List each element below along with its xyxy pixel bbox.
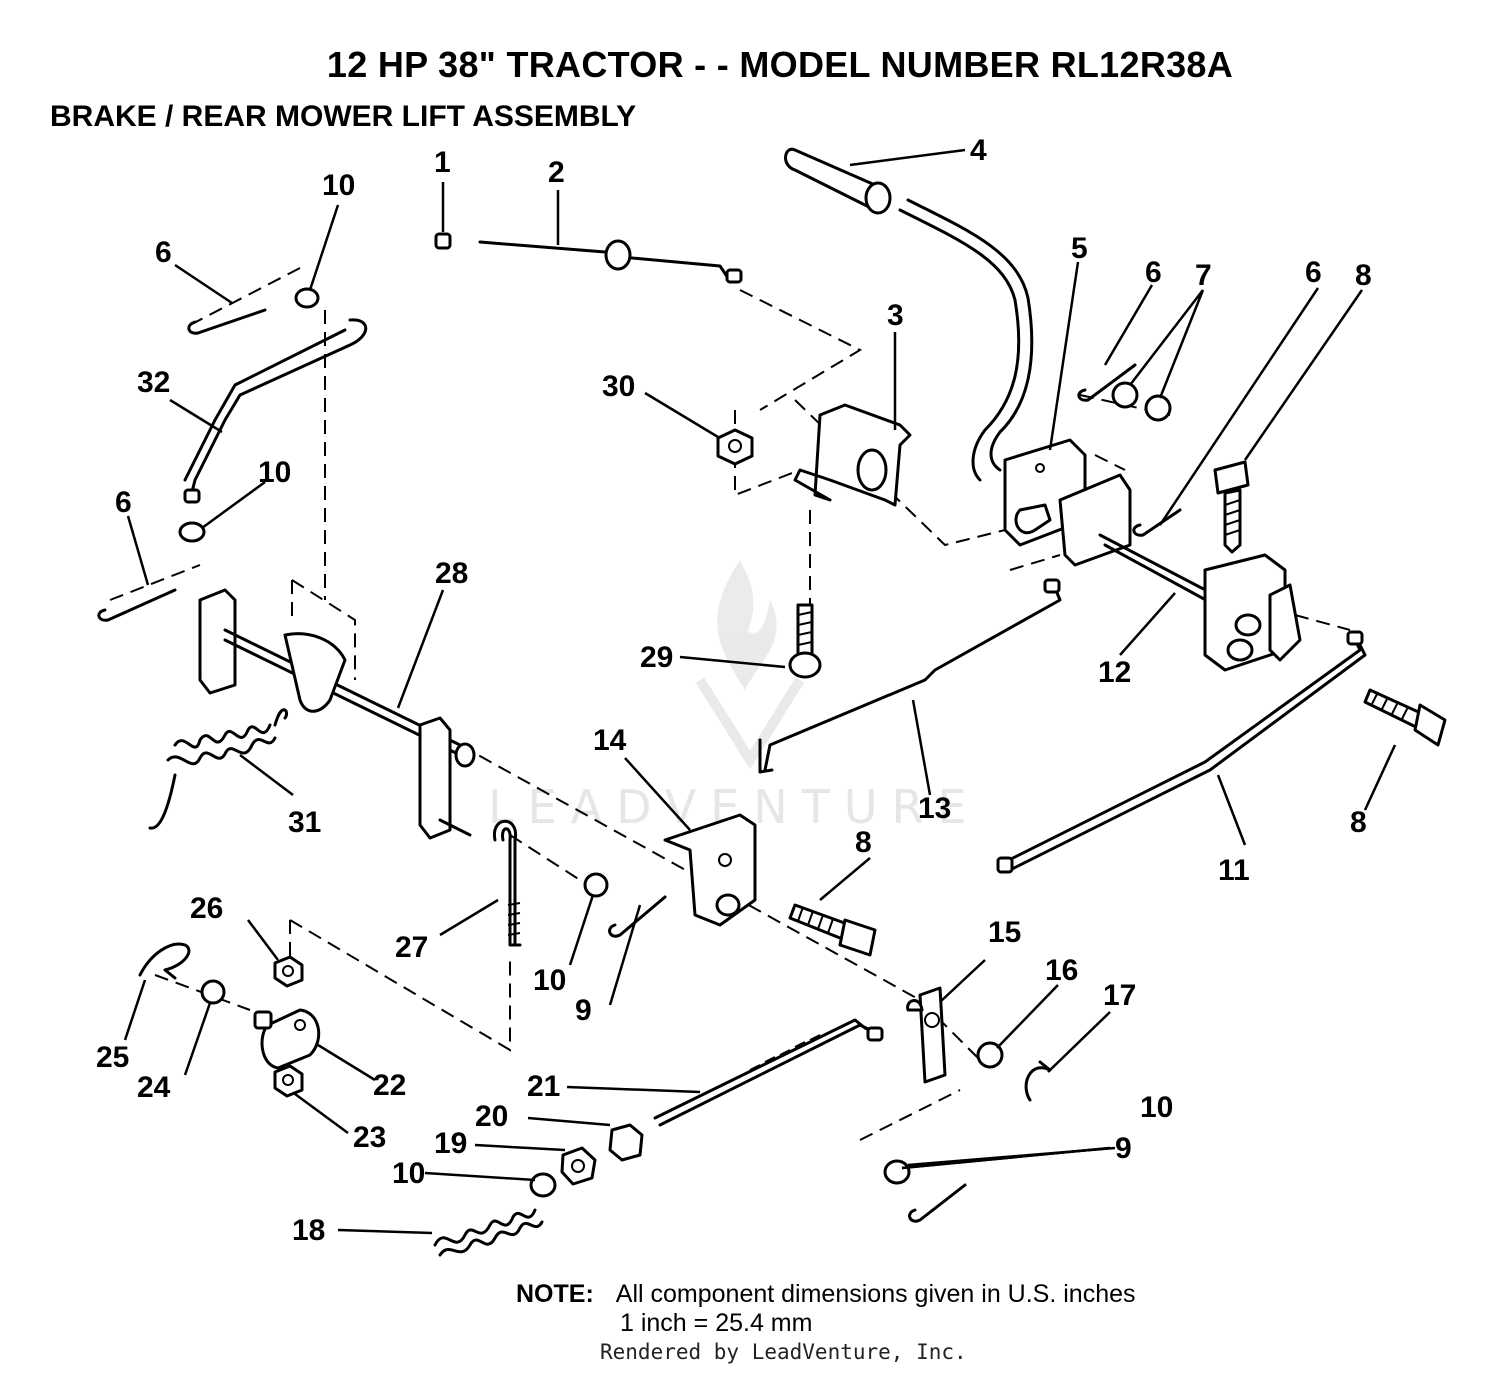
part-8-bolt-upper: [1213, 460, 1250, 554]
part-5-lift-handle: [898, 198, 1087, 547]
dimension-note: NOTE: All component dimensions given in U…: [516, 1280, 1136, 1338]
diagram-subtitle: BRAKE / REAR MOWER LIFT ASSEMBLY: [50, 100, 637, 133]
callout-17: 17: [1103, 979, 1136, 1012]
part-1-pin: [434, 232, 452, 250]
diagram-title: 12 HP 38" TRACTOR - - MODEL NUMBER RL12R…: [326, 44, 1234, 85]
part-16-washer: [976, 1041, 1004, 1069]
part-20-nut: [608, 1123, 644, 1162]
part-31-spring: [148, 708, 289, 830]
callout-10-lower: 10: [533, 964, 566, 997]
part-15-plate: [906, 986, 947, 1084]
callout-labels: 1 2 3 4 5 6 6 6 6 7 8 8 8 9 9 10 10 10 1…: [96, 134, 1372, 1247]
callout-3: 3: [887, 299, 904, 332]
callout-2: 2: [548, 156, 565, 189]
callout-5: 5: [1071, 232, 1088, 265]
part-14-bracket: [663, 813, 757, 927]
callout-1: 1: [434, 146, 451, 179]
callout-23: 23: [353, 1121, 386, 1154]
part-7-washers: [1111, 381, 1172, 422]
callout-leaders: [123, 148, 1397, 1235]
part-8-bolt-right: [1363, 688, 1447, 747]
callout-8-right: 8: [1350, 806, 1367, 839]
callout-8-lower: 8: [855, 826, 872, 859]
part-12-pivot-shaft: [1058, 473, 1302, 672]
callout-28: 28: [435, 557, 468, 590]
callout-6-right-b: 6: [1305, 256, 1322, 289]
callout-32: 32: [137, 366, 170, 399]
callout-4: 4: [970, 134, 987, 167]
part-13-rod: [758, 578, 1062, 774]
callout-19: 19: [434, 1127, 467, 1160]
part-9-cotter-pins: [608, 895, 967, 1223]
callout-18: 18: [292, 1214, 325, 1247]
assembly-guide-lines: [109, 267, 1351, 1141]
callout-9-right: 9: [1115, 1132, 1132, 1165]
callout-7: 7: [1195, 259, 1212, 292]
part-24-washer: [200, 979, 226, 1005]
callout-29: 29: [640, 641, 673, 674]
part-22-trunnion: [253, 1008, 321, 1070]
callout-26: 26: [190, 892, 223, 925]
callout-6-right-a: 6: [1145, 256, 1162, 289]
part-23-nut: [273, 1064, 304, 1098]
note-label: NOTE:: [516, 1280, 594, 1308]
note-line-2: 1 inch = 25.4 mm: [620, 1309, 813, 1337]
callout-8-top: 8: [1355, 259, 1372, 292]
callout-31: 31: [288, 806, 321, 839]
callout-27: 27: [395, 931, 428, 964]
callout-12: 12: [1098, 656, 1131, 689]
callout-10-right: 10: [1140, 1091, 1173, 1124]
part-27-j-bolt: [493, 819, 522, 947]
callout-22: 22: [373, 1069, 406, 1102]
part-19-nut: [560, 1146, 597, 1186]
part-30-nut: [716, 428, 754, 466]
callout-9-left: 9: [575, 994, 592, 1027]
part-28-lift-shaft: [198, 588, 476, 840]
part-32-rod: [183, 318, 368, 504]
callout-11: 11: [1218, 854, 1250, 887]
callout-6-left-bottom: 6: [115, 486, 132, 519]
callout-25: 25: [96, 1041, 129, 1074]
part-17-e-clip: [1024, 1060, 1052, 1102]
part-8-bolt-lower: [788, 903, 877, 957]
part-21-rod: [653, 1018, 884, 1127]
callout-10-mid: 10: [258, 456, 291, 489]
part-6-cotter-pins: [97, 308, 1182, 622]
callout-6-left-top: 6: [155, 236, 172, 269]
part-4-handle-grip: [784, 147, 892, 215]
callout-24: 24: [137, 1071, 171, 1104]
callout-13: 13: [918, 792, 951, 825]
callout-10-bottom: 10: [392, 1157, 425, 1190]
callout-15: 15: [988, 916, 1021, 949]
render-credit: Rendered by LeadVenture, Inc.: [600, 1340, 967, 1364]
part-3-bracket: [793, 403, 912, 507]
note-line-1: All component dimensions given in U.S. i…: [615, 1280, 1136, 1308]
callout-30: 30: [602, 370, 635, 403]
part-2-brake-rod: [478, 239, 743, 284]
watermark-logo: [695, 560, 805, 770]
part-26-nut: [273, 955, 304, 988]
part-10-washers: [178, 287, 911, 1198]
callout-20: 20: [475, 1100, 508, 1133]
part-25-hair-pin: [138, 942, 191, 980]
part-18-spring: [433, 1208, 544, 1257]
callout-10-top: 10: [322, 169, 355, 202]
part-11-rod: [996, 630, 1367, 874]
callout-21: 21: [527, 1070, 560, 1103]
callout-14: 14: [593, 724, 627, 757]
part-29-bolt: [788, 603, 822, 679]
callout-16: 16: [1045, 954, 1078, 987]
